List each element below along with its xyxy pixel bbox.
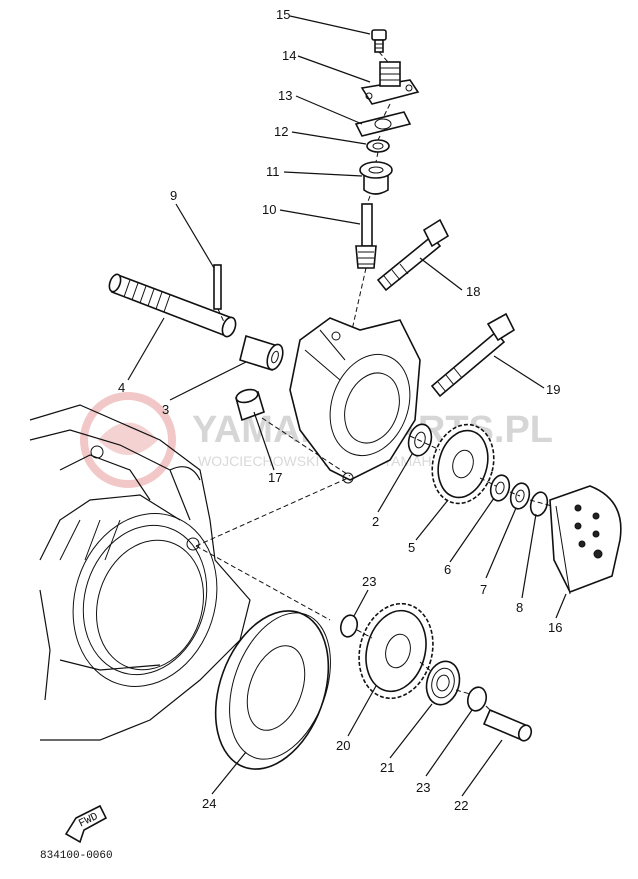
- part-housing: [289, 317, 421, 484]
- callout-labels: 15 14 13 12 11 10 9 18 19 4 3 17 2 5 6 7…: [118, 7, 562, 813]
- callout-11: 11: [266, 164, 280, 179]
- callout-20: 20: [336, 738, 350, 753]
- callout-2: 2: [372, 514, 379, 529]
- part-11-bushing: [359, 161, 393, 195]
- callout-18: 18: [466, 284, 480, 299]
- part-8-circlip: [529, 491, 549, 517]
- part-12-seal: [366, 139, 390, 153]
- part-10-driven-gear-shaft: [355, 203, 377, 269]
- part-22-pin: [482, 708, 533, 742]
- callout-4: 4: [118, 380, 125, 395]
- callout-23-lower: 23: [416, 780, 430, 795]
- part-21-bearing: [425, 660, 461, 706]
- callout-16: 16: [548, 620, 562, 635]
- callout-9: 9: [170, 188, 177, 203]
- part-17-collar: [235, 388, 265, 422]
- part-15-screw: [371, 29, 387, 53]
- part-4-drive-shaft: [108, 273, 237, 338]
- diagram-code: 834100-0060: [40, 850, 113, 862]
- part-23-circlip-lower: [466, 686, 488, 712]
- callout-22: 22: [454, 798, 468, 813]
- callout-23-upper: 23: [362, 574, 376, 589]
- callout-15: 15: [276, 7, 290, 22]
- callout-8: 8: [516, 600, 523, 615]
- callout-7: 7: [480, 582, 487, 597]
- part-19-bolt: [430, 312, 516, 398]
- part-6-washer: [489, 474, 511, 502]
- fwd-arrow: FWD: [64, 804, 108, 844]
- callout-6: 6: [444, 562, 451, 577]
- callout-10: 10: [262, 202, 276, 217]
- part-2-washer: [407, 423, 433, 457]
- part-16-plate: [549, 485, 622, 595]
- callout-5: 5: [408, 540, 415, 555]
- callout-21: 21: [380, 760, 394, 775]
- part-5-gear: [431, 423, 495, 505]
- part-9-pin: [213, 264, 222, 310]
- callout-24: 24: [202, 796, 216, 811]
- callout-17: 17: [268, 470, 282, 485]
- watermark-logo: [80, 392, 176, 488]
- callout-14: 14: [282, 48, 296, 63]
- part-18-bolt: [376, 218, 450, 292]
- part-24-seal-ring: [214, 610, 331, 770]
- part-23-circlip-upper: [339, 614, 359, 638]
- callout-12: 12: [274, 124, 288, 139]
- part-13-gasket: [354, 111, 412, 137]
- callout-19: 19: [546, 382, 560, 397]
- part-3-bushing: [239, 334, 284, 372]
- crankcase: [29, 404, 251, 741]
- alignment-lines: [195, 51, 553, 713]
- part-20-gear: [358, 602, 434, 700]
- part-14-fitting: [360, 61, 420, 105]
- callout-3: 3: [162, 402, 169, 417]
- leader-lines: [127, 15, 567, 797]
- callout-13: 13: [278, 88, 292, 103]
